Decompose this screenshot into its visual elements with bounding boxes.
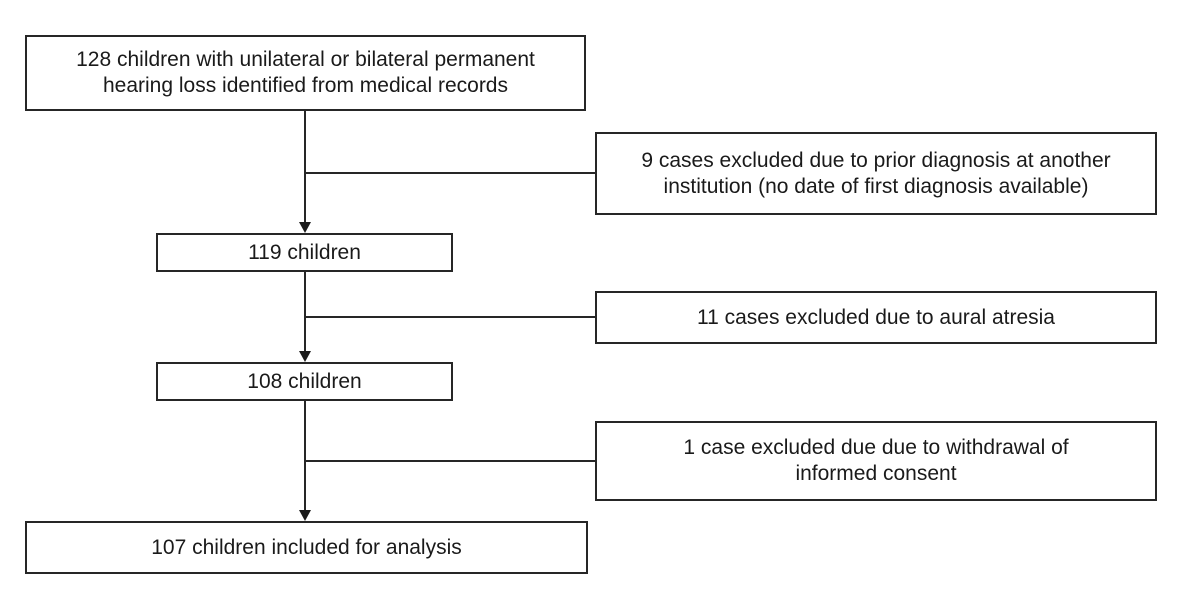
connector-119-to-108 <box>304 272 306 353</box>
arrow-down-icon <box>299 351 311 362</box>
node-excluded-prior-diagnosis-label: 9 cases excluded due to prior diagnosis … <box>641 148 1111 198</box>
node-excluded-aural-atresia-label: 11 cases excluded due to aural atresia <box>696 305 1055 329</box>
node-after-first-exclusion: 119 children <box>156 233 453 272</box>
connector-108-to-included <box>304 401 306 512</box>
connector-branch-excluded-withdrawal <box>304 460 595 462</box>
node-included-label: 107 children included for analysis <box>151 535 462 559</box>
arrow-down-icon <box>299 510 311 521</box>
node-excluded-withdrawal-label: 1 case excluded due due to withdrawal of… <box>683 436 1069 485</box>
connector-identified-to-119 <box>304 111 306 224</box>
node-identified-label: 128 children with unilateral or bilatera… <box>76 48 535 97</box>
node-excluded-prior-diagnosis: 9 cases excluded due to prior diagnosis … <box>595 132 1157 215</box>
node-identified: 128 children with unilateral or bilatera… <box>25 35 586 111</box>
connector-branch-excluded-prior-diagnosis <box>304 172 595 174</box>
node-excluded-aural-atresia: 11 cases excluded due to aural atresia <box>595 291 1157 344</box>
arrow-down-icon <box>299 222 311 233</box>
node-included: 107 children included for analysis <box>25 521 588 574</box>
node-excluded-withdrawal: 1 case excluded due due to withdrawal of… <box>595 421 1157 501</box>
node-after-second-exclusion-label: 108 children <box>247 369 362 393</box>
node-after-first-exclusion-label: 119 children <box>248 240 361 264</box>
connector-branch-excluded-aural-atresia <box>304 316 595 318</box>
node-after-second-exclusion: 108 children <box>156 362 453 401</box>
